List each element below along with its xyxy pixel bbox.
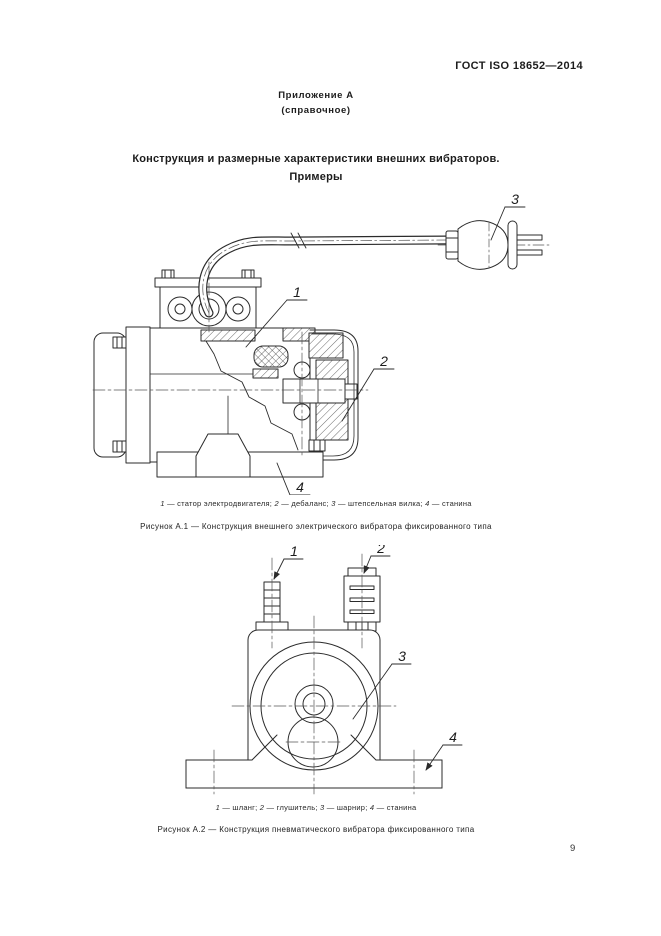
- figure-a1-label-3: 3: [511, 191, 519, 207]
- figure-a1-label-4: 4: [296, 479, 304, 495]
- figure-a1-label-1: 1: [293, 284, 301, 300]
- figure-a2-label-4: 4: [449, 729, 457, 745]
- appendix-note: (справочное): [281, 105, 351, 116]
- page-number: 9: [570, 843, 576, 854]
- callouts-a2: [273, 555, 463, 771]
- figure-a1-caption: Рисунок А.1 — Конструкция внешнего элект…: [140, 522, 492, 531]
- centerlines-a2: [213, 553, 415, 795]
- figure-a2-legend: 1 — шланг; 2 — глушитель; 3 — шарнир; 4 …: [215, 803, 417, 812]
- figure-a1-legend: 1 — статор электродвигателя; 2 — дебалан…: [160, 499, 472, 508]
- section-cutaway: [200, 327, 358, 451]
- section-title-line2: Примеры: [289, 170, 343, 183]
- base-frame: [156, 433, 326, 478]
- figure-a2-drawing: 1 2 3 4: [185, 545, 463, 795]
- section-title: Конструкция и размерные характеристики в…: [0, 151, 632, 186]
- section-title-line1: Конструкция и размерные характеристики в…: [132, 153, 500, 165]
- stator-winding: [253, 345, 289, 368]
- doc-code-header: ГОСТ ISO 18652—2014: [455, 60, 583, 72]
- figure-a2-label-3: 3: [398, 648, 406, 664]
- figure-a2-caption: Рисунок А.2 — Конструкция пневматическог…: [157, 825, 475, 834]
- figure-a2-label-2: 2: [376, 545, 385, 556]
- power-cable: [198, 232, 452, 318]
- plug: [437, 220, 553, 270]
- figure-a1-label-2: 2: [379, 353, 388, 369]
- figure-a1-drawing: 1 2 3 4: [92, 191, 553, 495]
- centerlines-a1: [92, 261, 369, 459]
- appendix-title: Приложение А: [278, 90, 354, 101]
- figure-a2-label-1: 1: [290, 545, 298, 559]
- shaft: [282, 378, 346, 404]
- callouts-a1: [245, 206, 526, 495]
